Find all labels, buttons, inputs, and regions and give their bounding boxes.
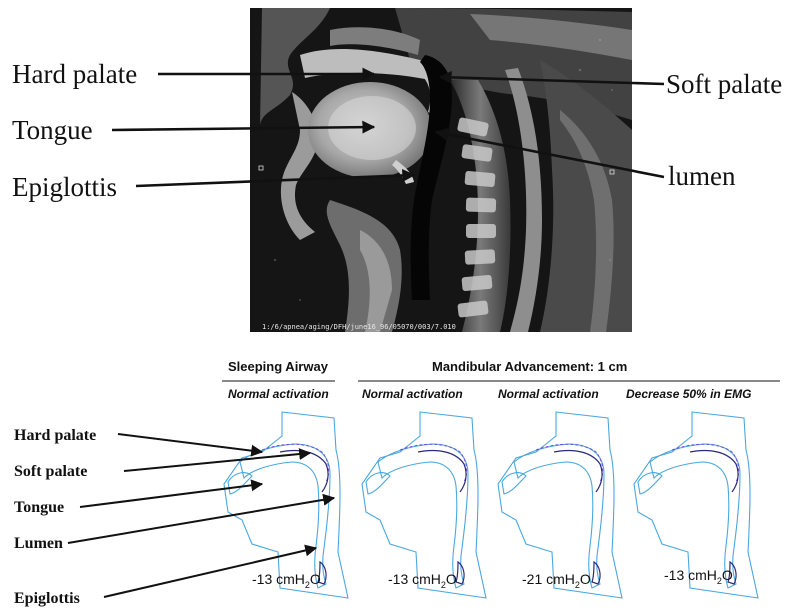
model-label-epiglottis: Epiglottis: [14, 590, 80, 607]
mri-label-tongue: Tongue: [12, 115, 93, 145]
pressure-2: -13 cmH2O: [388, 571, 457, 590]
model-label-soft-palate: Soft palate: [14, 463, 87, 480]
condition-label-1: Normal activation: [228, 387, 329, 401]
pressure-4: -13 cmH2O: [664, 567, 733, 586]
model-label-lumen: Lumen: [14, 535, 63, 552]
mri-caption: 1:/6/apnea/aging/DFH/june16_96/05070/003…: [262, 323, 456, 331]
arrow-model-soft-palate: [124, 453, 310, 471]
mri-image: 1:/6/apnea/aging/DFH/june16_96/05070/003…: [250, 8, 632, 332]
header-mandibular-advancement: Mandibular Advancement: 1 cm: [432, 359, 627, 374]
condition-label-4: Decrease 50% in EMG: [626, 387, 751, 401]
mri-label-lumen: lumen: [668, 161, 736, 191]
model-label-hard-palate: Hard palate: [14, 427, 96, 444]
model-label-tongue: Tongue: [14, 499, 64, 516]
header-sleeping-airway: Sleeping Airway: [228, 359, 329, 374]
condition-label-2: Normal activation: [362, 387, 463, 401]
arrow-model-tongue: [80, 484, 262, 507]
pressure-1: -13 cmH2O: [252, 571, 321, 590]
pressure-3: -21 cmH2O: [522, 571, 591, 590]
mri-label-epiglottis: Epiglottis: [12, 172, 117, 202]
arrow-model-lumen: [68, 498, 334, 543]
condition-label-3: Normal activation: [498, 387, 599, 401]
mri-label-soft-palate: Soft palate: [666, 69, 782, 99]
arrow-model-hard-palate: [118, 434, 262, 452]
mri-label-hard-palate: Hard palate: [12, 59, 137, 89]
